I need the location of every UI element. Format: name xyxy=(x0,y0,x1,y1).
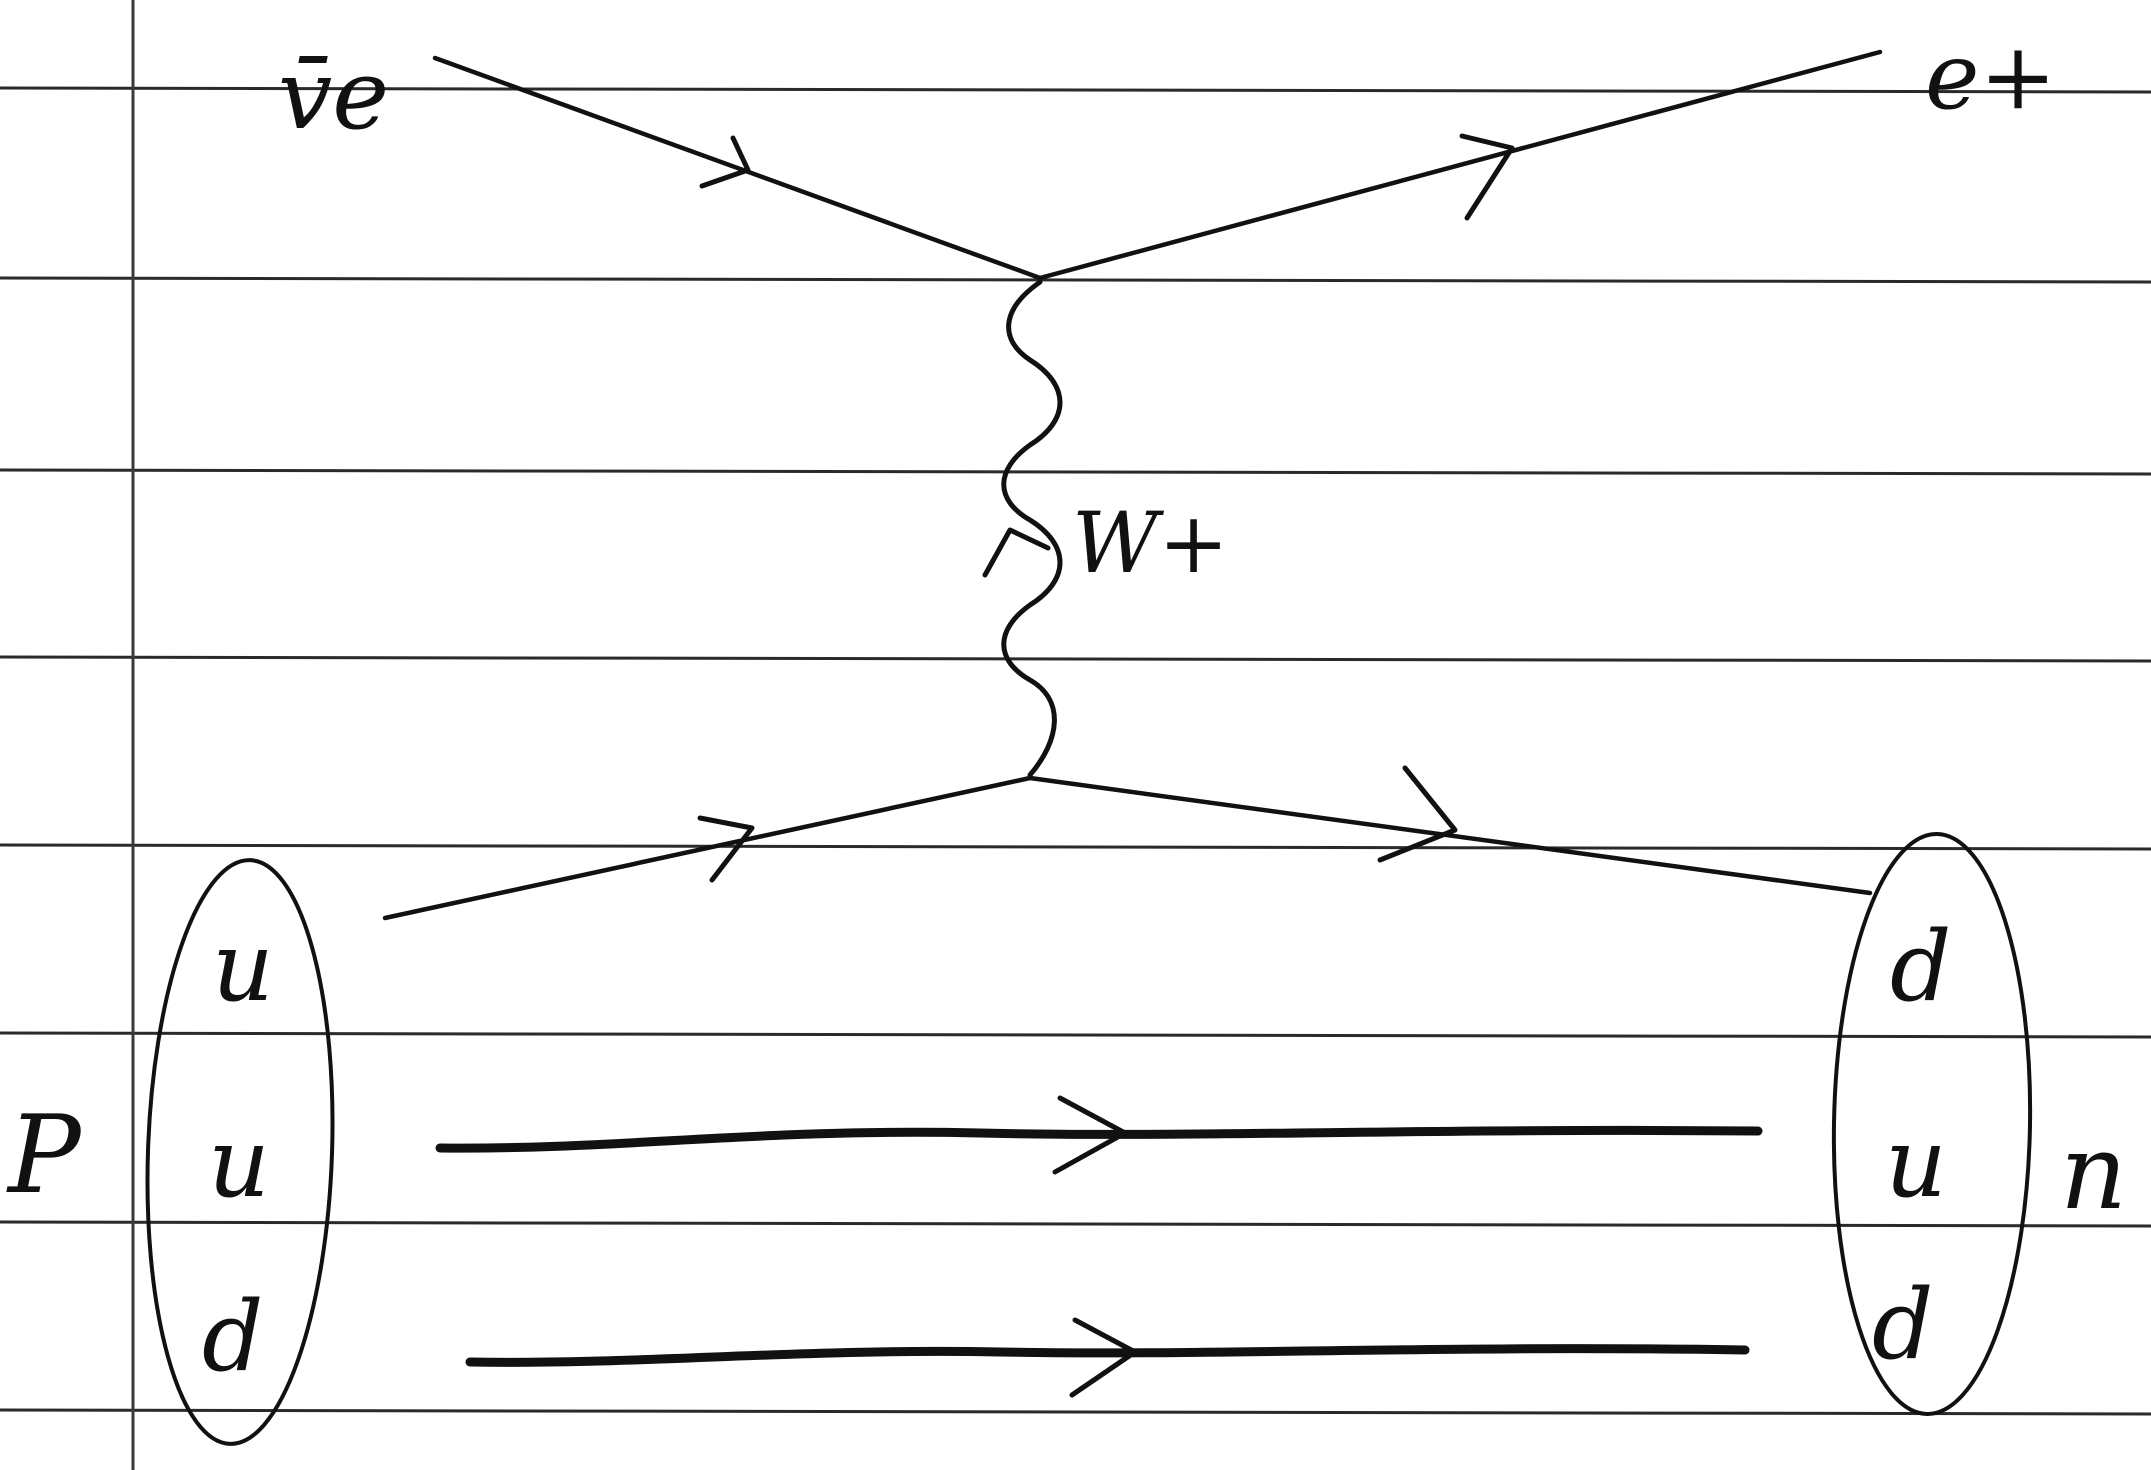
neutron-quark-2: u xyxy=(1885,1107,1947,1219)
positron-label: e+ xyxy=(1925,23,2057,130)
d-quark-line xyxy=(1027,775,1873,896)
spectator-d-line xyxy=(465,1344,1750,1367)
neutron-quark-3: d xyxy=(1872,1269,1933,1381)
neutron-outline xyxy=(1831,832,2033,1416)
ruled-line xyxy=(0,843,2151,851)
ruled-line xyxy=(0,86,2151,94)
ruled-line xyxy=(0,1031,2151,1039)
u-quark-arrow xyxy=(697,815,755,883)
positron-line xyxy=(1037,49,1883,281)
d-quark-arrow xyxy=(1377,765,1458,863)
w-boson-label: W+ xyxy=(1072,494,1229,592)
ruled-line xyxy=(0,1408,2151,1416)
proton-label: P xyxy=(6,1093,83,1218)
w-boson-arrow xyxy=(982,527,1051,578)
neutron-quark-1: d xyxy=(1890,911,1951,1023)
proton-quark-2: u xyxy=(208,1107,270,1219)
proton-quark-3: d xyxy=(202,1281,263,1393)
positron-arrow xyxy=(1459,133,1515,221)
ruled-line xyxy=(0,655,2151,663)
spectator-d-arrow xyxy=(1069,1317,1138,1398)
ruled-line xyxy=(0,1220,2151,1228)
spectator-u-line xyxy=(435,1125,1763,1153)
spectator-u-arrow xyxy=(1052,1095,1128,1175)
proton-outline xyxy=(145,858,335,1446)
proton-quark-1: u xyxy=(212,911,274,1023)
w-boson-line xyxy=(1001,279,1063,778)
antineutrino-label: v̄e xyxy=(278,39,389,151)
u-quark-line xyxy=(382,775,1033,921)
neutron-label: n xyxy=(2060,1111,2127,1233)
ruled-line xyxy=(0,468,2151,476)
antineutrino-line xyxy=(432,55,1043,281)
antineutrino-arrow xyxy=(699,135,751,189)
ruled-line xyxy=(0,276,2151,284)
